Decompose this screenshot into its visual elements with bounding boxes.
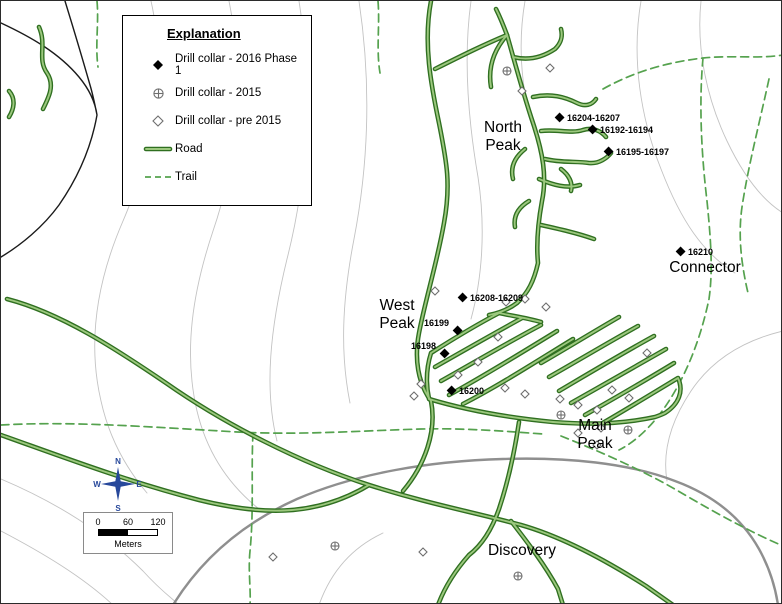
compass-n: N bbox=[115, 457, 121, 466]
scale-bar-graphic bbox=[98, 529, 158, 536]
drill-collar-label: 16195-16197 bbox=[616, 147, 670, 157]
circle-cross-icon bbox=[141, 87, 175, 100]
scale-bar-segment-filled bbox=[99, 530, 128, 535]
drill-collar-label: 16199 bbox=[423, 318, 449, 328]
label-main-peak-line2: Peak bbox=[577, 434, 613, 452]
compass-needle-ew bbox=[101, 480, 135, 488]
label-west-peak-line1: West bbox=[379, 297, 415, 314]
legend-item-2015: Drill collar - 2015 bbox=[141, 79, 305, 107]
open-diamond-icon bbox=[141, 115, 175, 127]
gray-boundary-line bbox=[172, 457, 779, 603]
label-west-peak-line2: Peak bbox=[379, 314, 415, 332]
label-north-peak-line1: North bbox=[484, 119, 522, 136]
scale-bar: 0 60 120 Meters bbox=[83, 512, 173, 554]
drill-collar-label: 16208-16209 bbox=[470, 293, 524, 303]
drill-collar-label: 16210 bbox=[688, 247, 714, 257]
filled-diamond-icon bbox=[141, 59, 175, 71]
collar-2015-icons bbox=[330, 66, 633, 581]
label-north-peak: North Peak bbox=[453, 119, 553, 155]
drill-collar-label: 16204-16207 bbox=[567, 113, 621, 123]
label-discovery: Discovery bbox=[487, 542, 557, 559]
legend-item-label: Drill collar - 2016 Phase 1 bbox=[175, 53, 298, 77]
label-north-peak-line2: Peak bbox=[485, 136, 521, 154]
pre2015-collar-icons bbox=[268, 63, 652, 562]
scale-bar-unit: Meters bbox=[114, 539, 142, 549]
trail-line-icon bbox=[141, 172, 175, 182]
road-line-icon bbox=[141, 144, 175, 154]
compass-w: W bbox=[93, 480, 101, 489]
legend-item-trail: Trail bbox=[141, 163, 305, 191]
drill-collar-label: 16198 bbox=[410, 341, 436, 351]
compass-e: E bbox=[136, 480, 142, 489]
drill-collar-label: 16200 bbox=[459, 386, 485, 396]
compass-s: S bbox=[115, 504, 121, 513]
legend-item-pre2015: Drill collar - pre 2015 bbox=[141, 107, 305, 135]
label-connector: Connector bbox=[669, 259, 741, 276]
scale-tick-120: 120 bbox=[150, 517, 166, 527]
label-main-peak: Main Peak bbox=[545, 417, 645, 453]
scale-bar-segment-empty bbox=[128, 530, 157, 535]
legend-item-label: Trail bbox=[175, 171, 197, 183]
legend-item-road: Road bbox=[141, 135, 305, 163]
label-west-peak: West Peak bbox=[347, 297, 447, 333]
black-boundary-lines bbox=[1, 1, 98, 258]
scale-tick-0: 0 bbox=[95, 517, 101, 527]
legend-item-label: Road bbox=[175, 143, 203, 155]
legend-title: Explanation bbox=[167, 26, 241, 41]
drill-collar-label: 16192-16194 bbox=[600, 125, 654, 135]
legend-item-label: Drill collar - pre 2015 bbox=[175, 115, 282, 127]
label-main-peak-line1: Main bbox=[578, 417, 612, 434]
legend-item-2016: Drill collar - 2016 Phase 1 bbox=[141, 51, 305, 79]
compass-rose: N E S W bbox=[93, 457, 142, 513]
legend-item-label: Drill collar - 2015 bbox=[175, 87, 262, 99]
legend: Explanation Drill collar - 2016 Phase 1 … bbox=[122, 15, 312, 206]
scale-tick-60: 60 bbox=[122, 517, 134, 527]
